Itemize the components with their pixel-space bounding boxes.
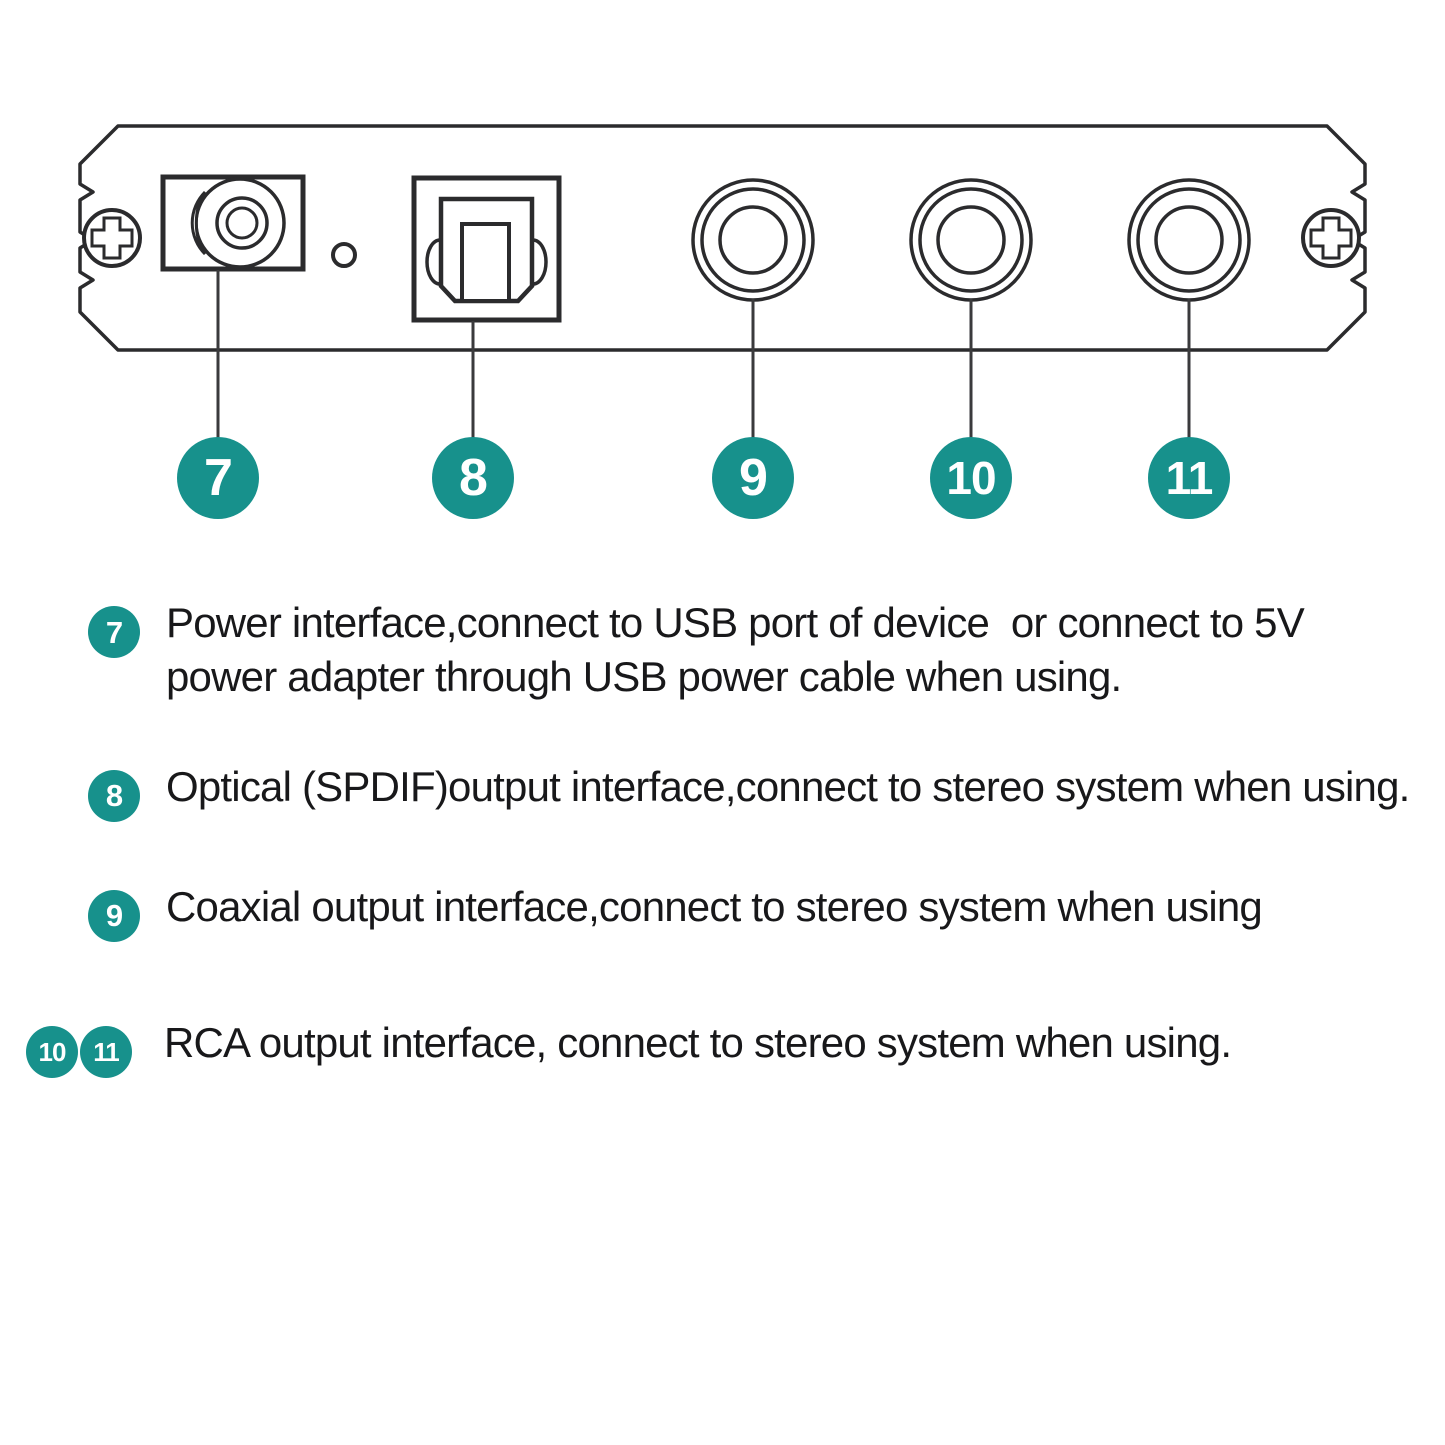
legend-badge-group-9: 9 [88, 884, 140, 942]
legend-item-10-11: 10 11 RCA output interface, connect to s… [0, 1019, 1445, 1078]
callout-badge-9: 9 [712, 437, 794, 519]
legend-badge-group-10-11: 10 11 [26, 1020, 132, 1078]
leader-lines [216, 270, 1191, 441]
callout-badge-8: 8 [432, 437, 514, 519]
callout-badge-10: 10 [930, 437, 1012, 519]
legend-item-8: 8 Optical (SPDIF)output interface,connec… [0, 763, 1445, 822]
legend-item-9: 9 Coaxial output interface,connect to st… [0, 883, 1445, 942]
legend-text-8: Optical (SPDIF)output interface,connect … [166, 762, 1410, 810]
callout-badge-7: 7 [177, 437, 259, 519]
rear-panel-illustration [78, 124, 1367, 441]
legend-item-7: 7 Power interface,connect to USB port of… [0, 599, 1445, 704]
callout-badge-11: 11 [1148, 437, 1230, 519]
legend-badge-10: 10 [26, 1025, 78, 1078]
phillips-screw-left [82, 208, 142, 268]
rear-panel-diagram: 7 8 9 10 11 [0, 0, 1445, 560]
legend-badge-group-7: 7 [88, 600, 140, 658]
legend-text-9: Coaxial output interface,connect to ster… [166, 882, 1263, 930]
power-jack [160, 174, 306, 272]
legend-badge-9: 9 [88, 889, 140, 942]
legend-badge-7: 7 [88, 606, 140, 658]
legend-text-7: Power interface,connect to USB port of d… [166, 599, 1315, 700]
rca-output-jack-right [1127, 178, 1251, 302]
coaxial-rca-jack [691, 178, 815, 302]
legend-text-10-11: RCA output interface, connect to stereo … [164, 1018, 1232, 1066]
optical-spdif-toslink-port [411, 175, 562, 323]
legend-list: 7 Power interface,connect to USB port of… [0, 599, 1445, 1130]
rca-output-jack-left [909, 178, 1033, 302]
phillips-screw-right [1301, 208, 1361, 268]
legend-badge-group-8: 8 [88, 764, 140, 822]
led-indicator-hole [331, 242, 357, 268]
legend-badge-8: 8 [88, 769, 140, 822]
legend-badge-11: 11 [80, 1025, 132, 1078]
